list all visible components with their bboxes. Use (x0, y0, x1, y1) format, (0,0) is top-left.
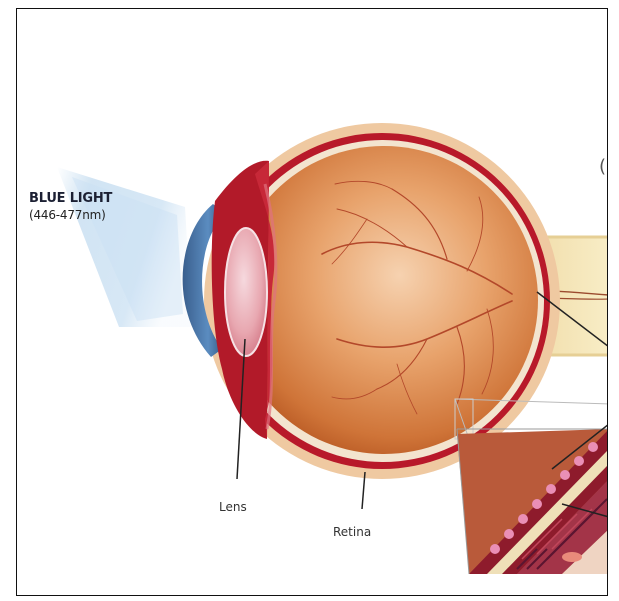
lens (225, 228, 267, 356)
eye-diagram: ( BLUE LIGHT (446-477nm) Lens Retina (17, 9, 608, 596)
lens-label: Lens (219, 500, 247, 514)
retina-label: Retina (333, 525, 371, 539)
blue-light-title: BLUE LIGHT (29, 191, 113, 206)
blue-light-range: (446-477nm) (29, 208, 106, 222)
eye-globe (230, 146, 538, 454)
cropped-glyph: ( (599, 156, 606, 177)
figure-frame: ( BLUE LIGHT (446-477nm) Lens Retina (16, 8, 608, 596)
